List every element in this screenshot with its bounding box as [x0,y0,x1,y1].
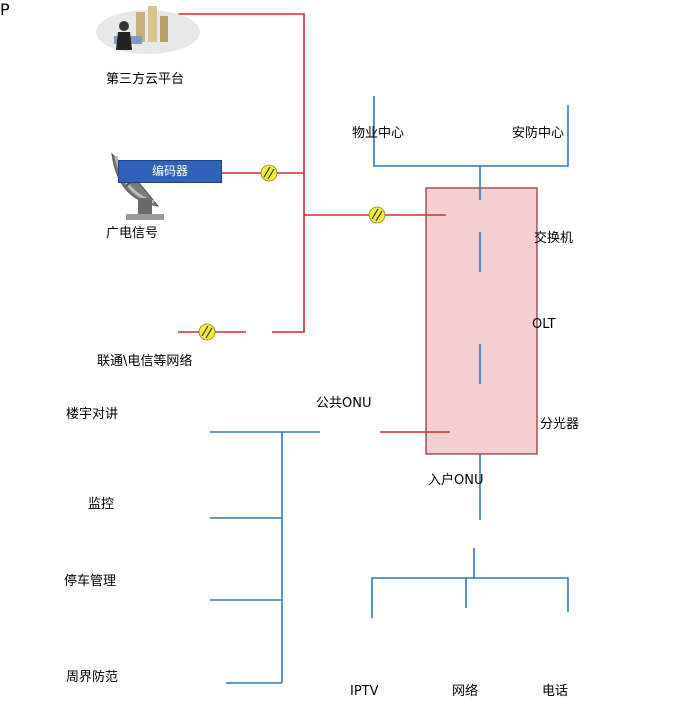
property-center-label: 物业中心 [352,126,405,141]
monitor-label: 监控 [88,497,115,512]
olt-label: OLT [532,317,556,332]
security-center-label: 安防中心 [512,126,565,141]
perimeter-label: 周界防范 [66,670,119,685]
parking-sign-icon: P [0,0,10,19]
iptv-label: IPTV [350,684,379,699]
optical-link-marker [198,323,216,341]
intercom-label: 楼宇对讲 [66,407,119,422]
telecom-network-label: 联通\电信等网络 [97,354,193,369]
encoder-box: 编码器 [118,160,222,183]
network-label: 网络 [452,684,479,699]
parking-label: 停车管理 [64,574,117,589]
splitter-label: 分光器 [540,417,580,432]
access-lines [210,96,569,684]
core-equipment-box [425,187,538,455]
cloud-platform-label: 第三方云平台 [106,72,185,87]
switch-label: 交换机 [534,231,574,246]
phone-label: 电话 [542,684,569,699]
home-onu-label: 入户ONU [428,473,484,488]
encoder-label: 编码器 [151,164,188,178]
uplink-lines [178,13,450,433]
optical-link-marker [368,206,386,224]
optical-link-marker [260,164,278,182]
public-onu-label: 公共ONU [316,396,372,411]
broadcast-signal-label: 广电信号 [106,226,159,241]
cloud-platform-icon [96,6,200,54]
